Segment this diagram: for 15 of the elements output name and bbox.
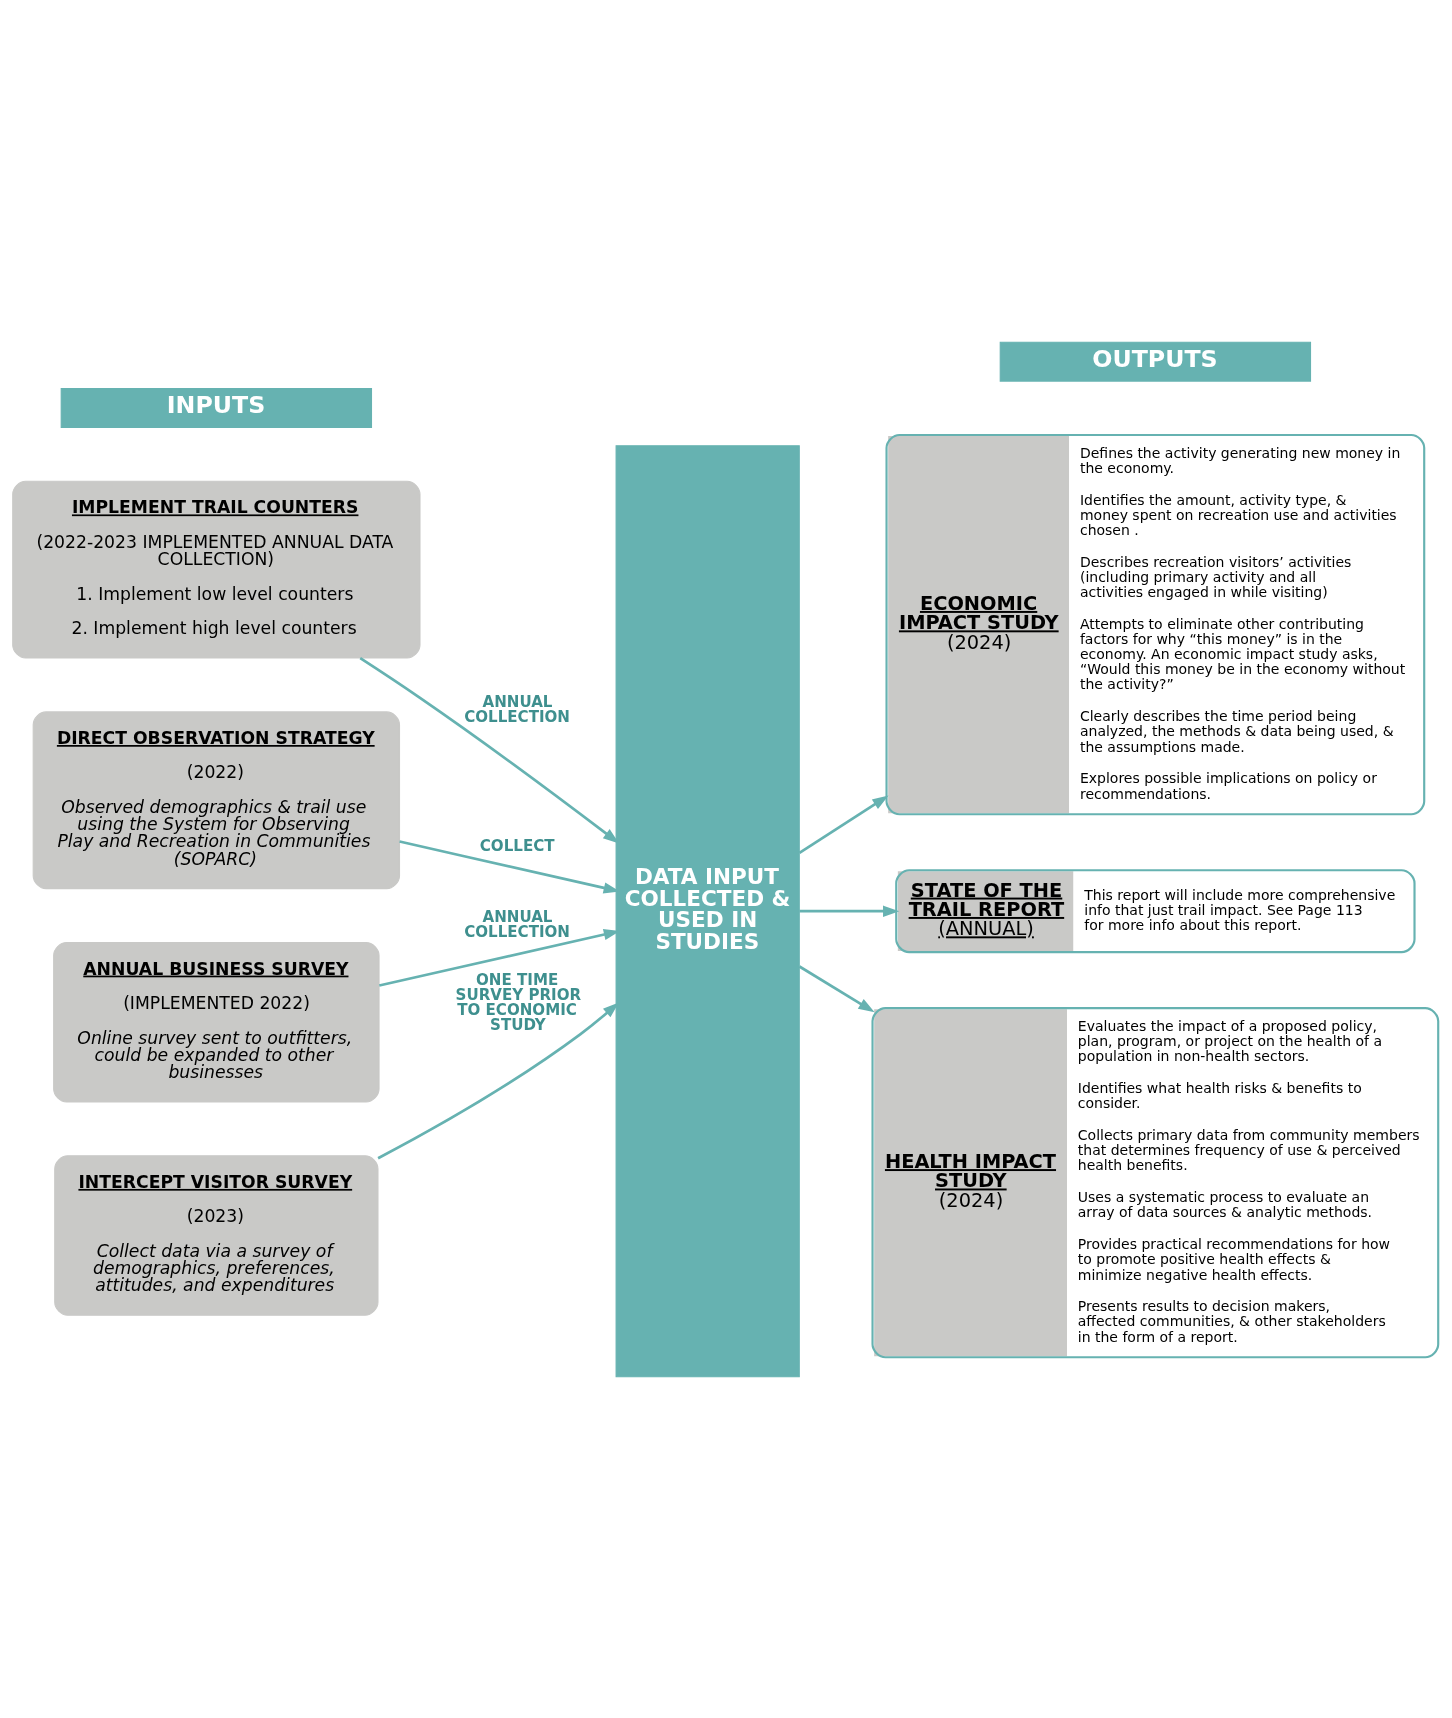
node-box: DIRECT OBSERVATION STRATEGY (2022) Observed demographics & trail use using the System for Observing Play and Recreation in Communities (SOPARC) [32,710,401,889]
edge-label: COLLECT [479,836,555,855]
edge-label: ONE TIME SURVEY PRIOR TO ECONOMIC STUDY [455,970,582,1034]
arrow [798,964,875,1012]
edge-label: ANNUAL COLLECTION [464,907,570,941]
node-box: ANNUAL BUSINESS SURVEY (IMPLEMENTED 2022) Online survey sent to outfitters, could be expanded to other businesses [53,941,380,1102]
label: INPUTS [166,390,266,419]
node-box: IMPLEMENT TRAIL COUNTERS (2022-2023 IMPLEMENTED ANNUAL DATA COLLECTION) 1. Implement low level counters 2. Implement high level counters [12,480,421,659]
node-box: INTERCEPT VISITOR SURVEY (2023) Collect data via a survey of demographics, preferences, attitudes, and expenditures [54,1154,379,1316]
arrow [799,905,900,917]
edge-label: ANNUAL COLLECTION [464,692,570,726]
arrow [377,1001,619,1159]
arrow [798,795,889,854]
label: OUTPUTS [1092,344,1218,373]
node-box: DATA INPUT COLLECTED & USED IN STUDIES [615,444,800,1377]
